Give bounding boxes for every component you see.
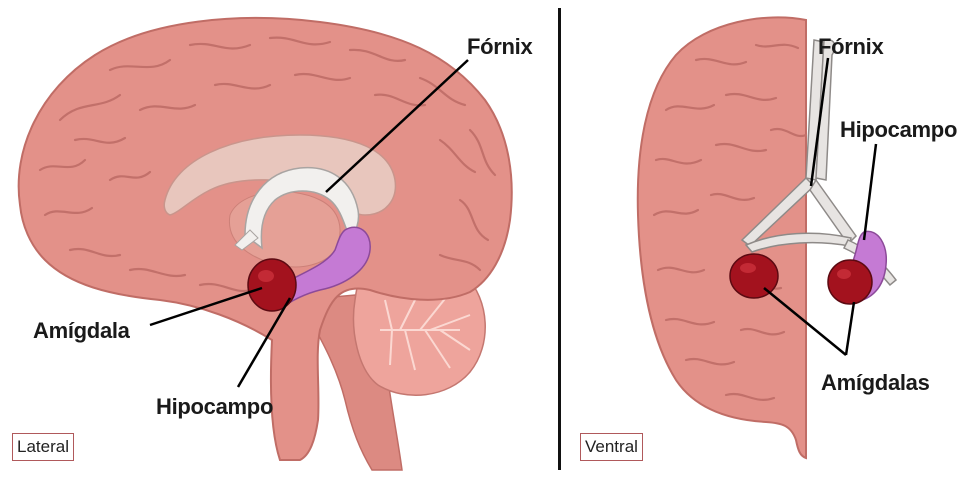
lateral-brain-illustration [0, 0, 556, 477]
amygdala-right [828, 260, 872, 304]
view-label-ventral: Ventral [580, 433, 643, 461]
amygdalas-label: Amígdalas [821, 370, 930, 396]
lateral-view-panel: Fórnix Amígdala Hipocampo Lateral [0, 0, 556, 477]
amygdala-left [730, 254, 778, 298]
ventral-hippocampus-leader-line [864, 144, 876, 240]
amygdala-label: Amígdala [33, 318, 130, 344]
panel-divider [558, 8, 561, 470]
ventral-brain-illustration [566, 0, 979, 477]
hippocampus-label: Hipocampo [156, 394, 273, 420]
view-label-lateral: Lateral [12, 433, 74, 461]
amygdala [248, 259, 296, 311]
ventral-fornix-label: Fórnix [818, 34, 883, 60]
ventral-view-panel: Fórnix Hipocampo Amígdalas Ventral [566, 0, 979, 477]
ventral-hippocampus-label: Hipocampo [840, 117, 957, 143]
fornix-label: Fórnix [467, 34, 532, 60]
amygdalas-leader-line-right [846, 302, 854, 355]
